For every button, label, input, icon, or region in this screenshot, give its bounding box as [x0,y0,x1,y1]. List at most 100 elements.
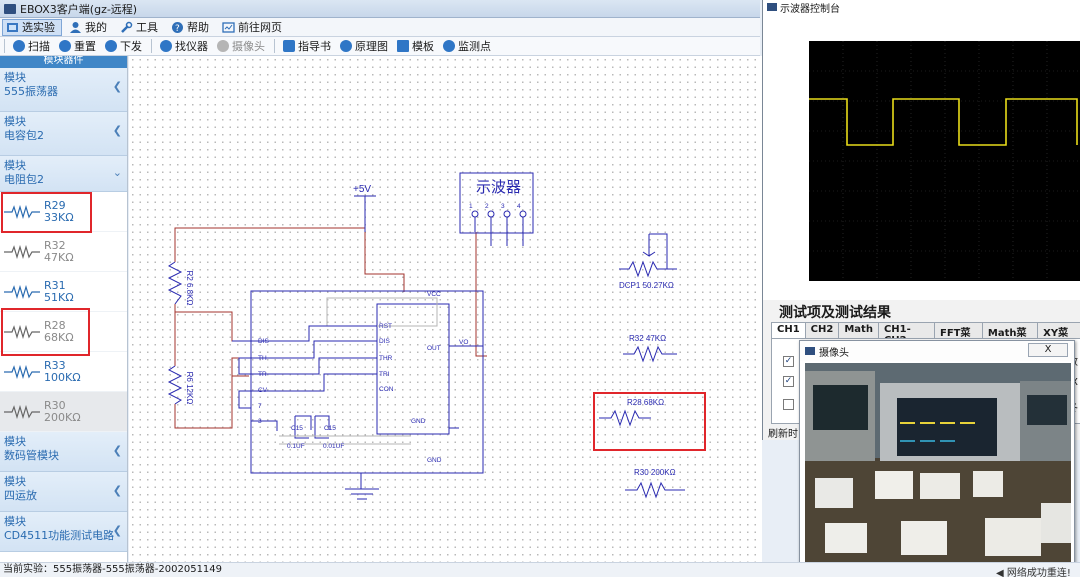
measure-checkbox[interactable]: ✓ [783,356,794,367]
title-bar: EBOX3客户端(gz-远程) [0,0,760,18]
module-digit-display[interactable]: 模块 数码管模块 ❮ [0,432,127,472]
component-value: 51KΩ [44,290,74,304]
monitor-button[interactable]: 监测点 [443,38,491,54]
guide-icon [283,40,295,52]
tab-xy-menu[interactable]: XY菜单 [1037,322,1080,354]
oscilloscope-titlebar: 示波器控制台 [763,0,1080,15]
pin-label: 7 [258,403,262,410]
camera-window: 摄像头 X [799,340,1075,568]
pin-label: TH [258,355,267,362]
dcp-label: DCP1 50.27KΩ [619,281,674,290]
ic-pin-label: THR [379,355,393,362]
module-capacitor-pack-2[interactable]: 模块 电容包2 ❮ [0,112,127,156]
measure-checkbox[interactable]: ✓ [783,376,794,387]
menu-help[interactable]: ? 帮助 [168,19,215,36]
module-cd4511[interactable]: 模块 CD4511功能测试电路 ❮ [0,512,127,552]
help-icon: ? [172,21,183,34]
tab-ch2[interactable]: CH2 [804,322,840,338]
oscilloscope-title: 示波器控制台 [780,3,840,15]
board-icon [397,40,409,52]
module-name: 四运放 [4,489,37,502]
app-icon [767,3,777,11]
scan-button[interactable]: 扫描 [13,38,50,54]
menu-label: 帮助 [187,21,209,34]
menu-select-experiment[interactable]: 选实验 [2,18,62,36]
highlight-r29 [1,192,92,233]
pin-label: DIS [258,338,270,345]
r6-label: R6 12KΩ [185,372,194,405]
capacitor-label: C15 [324,425,336,432]
schematic-button[interactable]: 原理图 [340,38,388,54]
module-type: 模块 [4,475,26,488]
reset-icon [59,40,71,52]
capacitor-label: C15 [291,425,303,432]
r28-label: R28 68KΩ [627,398,664,407]
find-instrument-label: 找仪器 [175,40,208,53]
experiment-icon [7,22,18,32]
scope-pin: 1 [469,203,473,210]
reset-button[interactable]: 重置 [59,38,96,54]
web-page-icon [222,21,235,33]
oscilloscope-display[interactable] [809,41,1080,281]
scope-pin: 3 [501,203,505,210]
module-quad-opamp[interactable]: 模块 四运放 ❮ [0,472,127,512]
component-name: R31 [44,278,66,292]
guide-label: 指导书 [298,40,331,53]
module-type: 模块 [4,115,26,128]
oscilloscope-screen-area [763,14,1080,300]
capacitor-value: 0.01UF [323,443,344,450]
toolbar: 扫描 重置 下发 找仪器 摄像头 指导书 原理图 模板 [0,37,760,56]
camera-button[interactable]: 摄像头 [217,38,265,54]
vcc-pin-label: VCC [427,291,441,298]
capacitor-value: 0.1UF [287,443,305,450]
module-555-oscillator[interactable]: 模块 555振荡器 ❮ [0,68,127,112]
resistor-icon [4,204,40,219]
monitor-label: 监测点 [458,40,491,53]
tab-ch1-ch2[interactable]: CH1-CH2 [877,322,936,346]
guide-button[interactable]: 指导书 [283,38,331,54]
download-icon [105,40,117,52]
info-icon [160,40,172,52]
component-value: 33KΩ [44,210,74,224]
app-icon [4,3,16,14]
module-type: 模块 [4,515,26,528]
schematic-canvas[interactable]: DIS TH TR CV 7 3 RST DIS THR TRI CON OUT… [129,56,762,562]
board-button[interactable]: 模板 [397,38,434,54]
pin-label: 3 [258,418,262,425]
camera-label: 摄像头 [232,40,265,53]
status-bar: 当前实验：555振荡器-555振荡器-2002051149 [0,562,1080,577]
download-label: 下发 [120,40,142,53]
module-resistor-pack-2[interactable]: 模块 电阻包2 ⌄ [0,156,127,192]
ic-pin-label: OUT [427,345,441,352]
find-instrument-button[interactable]: 找仪器 [160,38,208,54]
results-title: 测试项及测试结果 [779,305,891,321]
location-pin-icon [443,40,455,52]
module-type: 模块 [4,435,26,448]
download-button[interactable]: 下发 [105,38,142,54]
tab-fft-menu[interactable]: FFT菜单 [934,322,983,354]
measure-checkbox[interactable] [783,399,794,410]
tab-ch1[interactable]: CH1 [771,322,806,338]
close-button[interactable]: X [1028,343,1068,357]
component-name: R29 [44,198,66,212]
fan-icon [340,40,352,52]
refresh-label: 刷新时 [768,429,798,440]
ic-pin-label: DIS [379,338,391,345]
menu-goto-web[interactable]: 前往网页 [219,19,288,36]
ic-pin-label: CON [379,386,394,393]
pin-label: CV [258,387,268,394]
component-value: 68KΩ [44,330,74,344]
scan-label: 扫描 [28,40,50,53]
menu-mine[interactable]: 我的 [66,19,113,36]
network-status: ◀ 网络成功重连! [996,564,1071,577]
tab-math[interactable]: Math [838,322,879,338]
tab-math-menu[interactable]: Math菜单 [981,322,1039,354]
module-type: 模块 [4,159,26,172]
menu-tools[interactable]: 工具 [117,19,164,36]
